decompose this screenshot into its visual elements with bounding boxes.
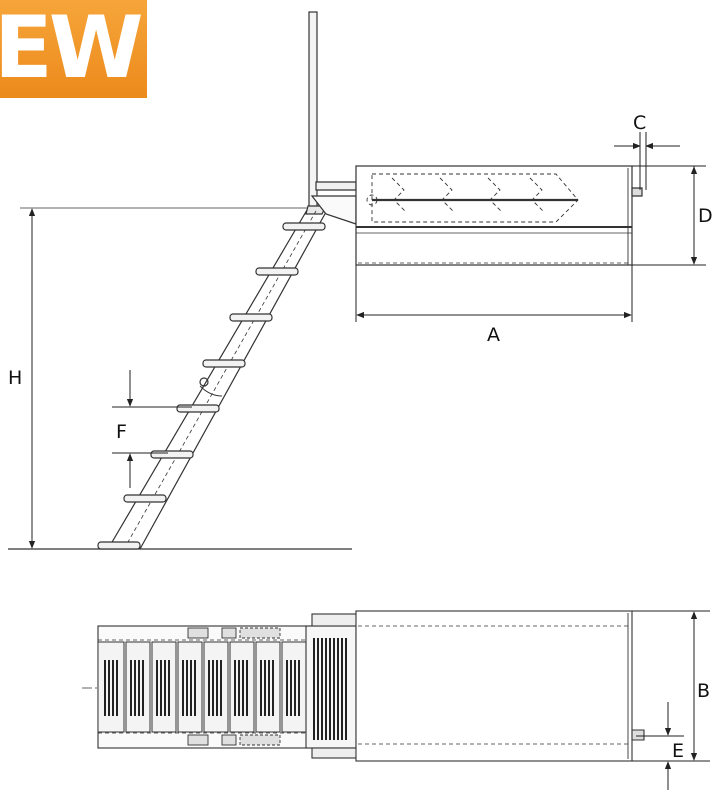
dimension-label-E: E [672,740,684,762]
dimension-D [632,165,706,266]
ladder-rungs [97,222,326,550]
dimension-label-A: A [487,324,500,346]
company-logo: EW [0,0,147,98]
tread-slots [104,660,300,716]
dimension-label-B: B [697,680,710,702]
rung [229,313,273,322]
dimension-label-H: H [8,367,22,389]
dimension-label-F: F [116,421,127,443]
dimension-label-D: D [698,205,712,227]
rung [97,541,141,550]
logo-text: EW [0,0,144,98]
ladder-treads [97,641,307,733]
ladder-stringer-hidden [123,210,317,550]
rung [176,404,220,413]
rung [202,359,246,368]
platform-box [355,165,633,266]
dimension-A [355,265,633,322]
rung [255,267,299,276]
dimension-F [112,370,192,488]
dimension-B [632,610,710,762]
platform-top-view [355,610,633,762]
angle-arc [199,385,223,397]
rung [282,222,326,231]
rung [150,450,194,459]
hinge-hardware [187,627,281,746]
pivot-mark [199,377,209,387]
side-view [8,11,643,550]
handrail-post [308,11,318,209]
platform-bracket [315,181,357,191]
latch-top-view [631,729,645,741]
dimension-E [636,702,684,790]
ladder-stringer-back [139,211,327,550]
hidden-strut-assembly [366,173,579,223]
dimension-label-C: C [633,112,646,134]
top-view [82,610,645,762]
rung [123,494,167,503]
dimension-C [614,132,680,190]
